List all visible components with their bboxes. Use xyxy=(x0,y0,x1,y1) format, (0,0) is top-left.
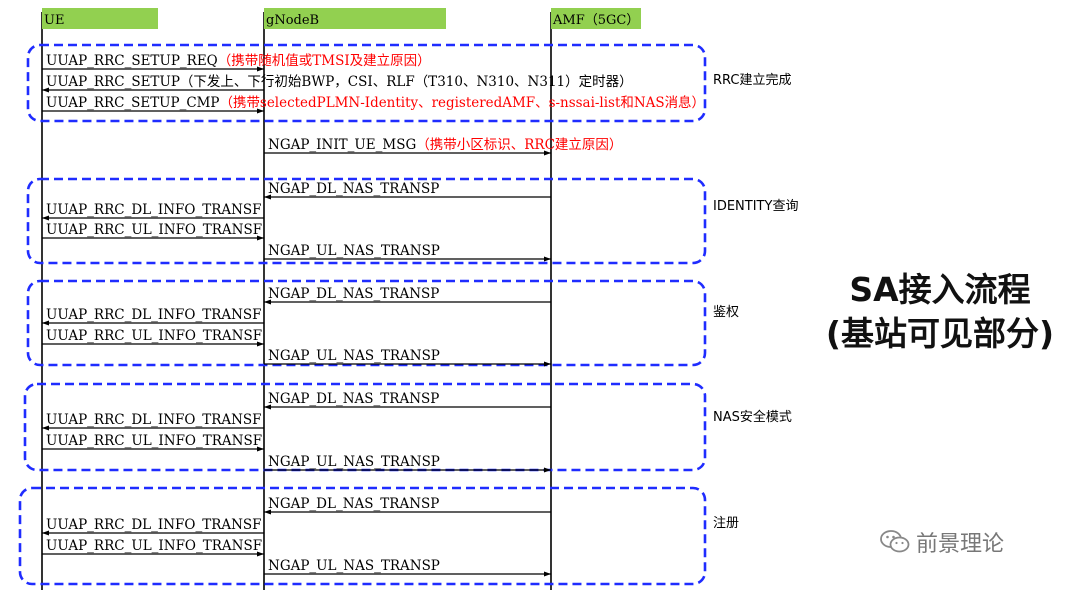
message-label: UUAP_RRC_SETUP_REQ（携带随机值或TMSI及建立原因） xyxy=(46,53,431,69)
message: UUAP_RRC_UL_INFO_TRANSF xyxy=(42,538,264,557)
message-label: NGAP_DL_NAS_TRANSP xyxy=(268,286,439,302)
entity-header-gnb: gNodeB xyxy=(264,8,446,29)
message-name: NGAP_UL_NAS_TRANSP xyxy=(268,243,440,259)
entity-header-ue: UE xyxy=(42,8,158,29)
message-label: UUAP_RRC_UL_INFO_TRANSF xyxy=(46,328,262,344)
message-label: UUAP_RRC_SETUP_CMP（携带selectedPLMN-Identi… xyxy=(46,94,705,111)
phase-group: RRC建立完成 UUAP_RRC_SETUP_REQ（携带随机值或TMSI及建立原… xyxy=(26,43,792,123)
phase-box xyxy=(18,486,707,586)
message: UUAP_RRC_DL_INFO_TRANSF xyxy=(42,517,264,536)
message-name: UUAP_RRC_SETUP（下发上、下行初始BWP，CSI、RLF（T310、… xyxy=(46,73,633,90)
phase-group: 鉴权 NGAP_DL_NAS_TRANSP UUAP_RRC_DL_INFO_TRA… xyxy=(26,279,739,367)
message: NGAP_DL_NAS_TRANSP xyxy=(264,496,551,515)
message-name: NGAP_UL_NAS_TRANSP xyxy=(268,454,440,470)
phase-group: NAS安全模式 NGAP_DL_NAS_TRANSP UUAP_RRC_DL_INF… xyxy=(23,382,792,473)
message: NGAP_UL_NAS_TRANSP xyxy=(264,243,551,262)
entity-header-bg xyxy=(551,8,641,29)
watermark-text: 前景理论 xyxy=(916,532,1005,557)
message-name: NGAP_DL_NAS_TRANSP xyxy=(268,391,439,407)
diagram-title: SA接入流程 xyxy=(849,270,1031,309)
message: NGAP_DL_NAS_TRANSP xyxy=(264,181,551,200)
message-label: NGAP_UL_NAS_TRANSP xyxy=(268,558,440,574)
message-name: NGAP_UL_NAS_TRANSP xyxy=(268,348,440,364)
message: NGAP_UL_NAS_TRANSP xyxy=(264,454,551,473)
message: NGAP_INIT_UE_MSG（携带小区标识、RRC建立原因） xyxy=(264,137,622,156)
message: UUAP_RRC_DL_INFO_TRANSF xyxy=(42,307,264,326)
message-name: UUAP_RRC_DL_INFO_TRANSF xyxy=(46,202,262,218)
message-name: UUAP_RRC_DL_INFO_TRANSF xyxy=(46,412,262,428)
message-label: NGAP_UL_NAS_TRANSP xyxy=(268,348,440,364)
message: NGAP_UL_NAS_TRANSP xyxy=(264,558,551,577)
message-name: NGAP_INIT_UE_MSG xyxy=(268,137,416,153)
message-name: NGAP_DL_NAS_TRANSP xyxy=(268,286,439,302)
message: UUAP_RRC_DL_INFO_TRANSF xyxy=(42,412,264,431)
phase-box xyxy=(26,279,707,367)
message-name: NGAP_DL_NAS_TRANSP xyxy=(268,496,439,512)
message: UUAP_RRC_DL_INFO_TRANSF xyxy=(42,202,264,221)
entity-label: UE xyxy=(44,13,64,28)
message-label: NGAP_DL_NAS_TRANSP xyxy=(268,496,439,512)
entity-header-bg xyxy=(42,8,158,29)
message-name: UUAP_RRC_UL_INFO_TRANSF xyxy=(46,328,262,344)
message-name: UUAP_RRC_DL_INFO_TRANSF xyxy=(46,307,262,323)
phase-label: IDENTITY查询 xyxy=(713,199,798,214)
message-label: UUAP_RRC_UL_INFO_TRANSF xyxy=(46,433,262,449)
phase-group: IDENTITY查询 NGAP_DL_NAS_TRANSP UUAP_RRC_DL_… xyxy=(26,177,798,265)
message-note: （携带小区标识、RRC建立原因） xyxy=(416,137,622,153)
entity-label: AMF（5GC） xyxy=(552,13,639,28)
message-note: （携带selectedPLMN-Identity、registeredAMF、s… xyxy=(220,94,705,111)
message-name: UUAP_RRC_UL_INFO_TRANSF xyxy=(46,538,262,554)
message-label: UUAP_RRC_DL_INFO_TRANSF xyxy=(46,412,262,428)
message-name: NGAP_DL_NAS_TRANSP xyxy=(268,181,439,197)
message-label: NGAP_INIT_UE_MSG（携带小区标识、RRC建立原因） xyxy=(268,137,622,153)
entity-label: gNodeB xyxy=(266,13,319,28)
message-label: UUAP_RRC_UL_INFO_TRANSF xyxy=(46,222,262,238)
message-label: NGAP_UL_NAS_TRANSP xyxy=(268,454,440,470)
message-note: （携带随机值或TMSI及建立原因） xyxy=(218,53,431,69)
message-label: NGAP_DL_NAS_TRANSP xyxy=(268,391,439,407)
message-label: UUAP_RRC_DL_INFO_TRANSF xyxy=(46,517,262,533)
diagram-subtitle: (基站可见部分) xyxy=(825,314,1055,353)
entity-header-bg xyxy=(264,8,446,29)
message-label: UUAP_RRC_SETUP（下发上、下行初始BWP，CSI、RLF（T310、… xyxy=(46,73,633,90)
message: NGAP_DL_NAS_TRANSP xyxy=(264,286,551,305)
phase-label: 注册 xyxy=(713,516,739,531)
entity-header-amf: AMF（5GC） xyxy=(551,8,641,29)
message-label: UUAP_RRC_DL_INFO_TRANSF xyxy=(46,202,262,218)
phase-label: RRC建立完成 xyxy=(713,73,792,88)
message-name: UUAP_RRC_UL_INFO_TRANSF xyxy=(46,222,262,238)
phase-box xyxy=(26,177,707,265)
message: NGAP_UL_NAS_TRANSP xyxy=(264,348,551,367)
phase-group: NGAP_INIT_UE_MSG（携带小区标识、RRC建立原因） xyxy=(264,137,622,156)
message: UUAP_RRC_UL_INFO_TRANSF xyxy=(42,433,264,452)
message-label: NGAP_DL_NAS_TRANSP xyxy=(268,181,439,197)
message: NGAP_DL_NAS_TRANSP xyxy=(264,391,551,410)
message: UUAP_RRC_SETUP_REQ（携带随机值或TMSI及建立原因） xyxy=(42,53,431,72)
message-name: UUAP_RRC_SETUP_CMP xyxy=(46,95,220,111)
message: UUAP_RRC_SETUP（下发上、下行初始BWP，CSI、RLF（T310、… xyxy=(42,73,633,93)
message-label: UUAP_RRC_DL_INFO_TRANSF xyxy=(46,307,262,323)
message-label: NGAP_UL_NAS_TRANSP xyxy=(268,243,440,259)
message-label: UUAP_RRC_UL_INFO_TRANSF xyxy=(46,538,262,554)
wechat-icon xyxy=(880,530,910,553)
phase-group: 注册 NGAP_DL_NAS_TRANSP UUAP_RRC_DL_INFO_TRA… xyxy=(18,486,739,586)
message-name: UUAP_RRC_DL_INFO_TRANSF xyxy=(46,517,262,533)
message-name: UUAP_RRC_SETUP_REQ xyxy=(46,53,218,69)
phase-label: NAS安全模式 xyxy=(713,409,792,425)
watermark: 前景理论 xyxy=(880,526,1004,558)
message-name: NGAP_UL_NAS_TRANSP xyxy=(268,558,440,574)
message: UUAP_RRC_SETUP_CMP（携带selectedPLMN-Identi… xyxy=(42,94,705,114)
message: UUAP_RRC_UL_INFO_TRANSF xyxy=(42,328,264,347)
phase-box xyxy=(26,43,707,123)
message: UUAP_RRC_UL_INFO_TRANSF xyxy=(42,222,264,241)
message-name: UUAP_RRC_UL_INFO_TRANSF xyxy=(46,433,262,449)
phase-label: 鉴权 xyxy=(713,304,739,320)
